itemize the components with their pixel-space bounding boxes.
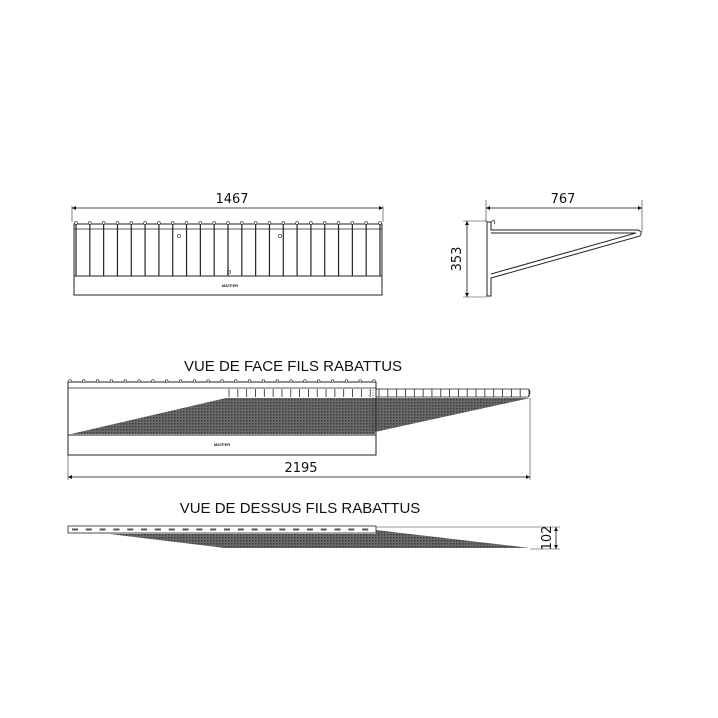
rail-slot [348, 528, 355, 531]
wire-tip [137, 379, 141, 383]
rail-slot [265, 528, 272, 531]
folded-logo: MATFER [214, 442, 230, 447]
wire-tip [323, 221, 327, 225]
rail-slot [293, 528, 300, 531]
wire-tip [171, 221, 175, 225]
rail-slot [182, 528, 189, 531]
wire-tip [96, 379, 100, 383]
front-wires [74, 221, 382, 276]
wire-tip [303, 379, 307, 383]
wire-tip [344, 379, 348, 383]
wire-tip [82, 379, 86, 383]
wire-tip [123, 379, 127, 383]
folded-top-view: VUE DE DESSUS FILS RABATTUS 102 [67, 500, 560, 551]
wire-tip [317, 379, 321, 383]
mount-hole [227, 270, 231, 274]
wire-tip [275, 379, 279, 383]
rail-slot [237, 528, 244, 531]
rail-slot [85, 528, 92, 531]
wire-tip [109, 379, 114, 383]
wire-tip [253, 221, 258, 225]
rail-slot [141, 528, 148, 531]
rail-slot [306, 528, 313, 531]
wire-tip [115, 221, 120, 225]
top-rail [67, 525, 377, 534]
wire-tip [358, 379, 362, 383]
wire-tip [248, 379, 252, 383]
wire-tip [330, 379, 335, 383]
rail-slot [113, 528, 120, 531]
wire-tip [178, 379, 183, 383]
rail-slot [320, 528, 327, 531]
wire-tip [364, 221, 368, 225]
top-rail-slots [72, 528, 369, 531]
wire-tip [295, 221, 299, 225]
rail-slot [362, 528, 369, 531]
rail-slot [210, 528, 217, 531]
wire-tip [68, 379, 72, 383]
wire-tip [289, 379, 293, 383]
height-dimension-label: 353 [450, 247, 465, 272]
wire-tip [240, 221, 244, 225]
wire-tip [206, 379, 210, 383]
wire-tip [192, 379, 196, 383]
rail-slot [72, 528, 78, 531]
wire-tip [88, 221, 92, 225]
folded-top-title: VUE DE DESSUS FILS RABATTUS [180, 500, 421, 517]
folded-front-title: VUE DE FACE FILS RABATTUS [184, 358, 402, 375]
bracket [486, 221, 642, 297]
wire-tip [74, 221, 78, 225]
top-depth-dimension-label: 102 [540, 526, 555, 551]
width-dimension-label: 1467 [215, 192, 248, 207]
wire-tip [151, 379, 155, 383]
folded-wires-hatch [71, 398, 530, 434]
rail-slot [334, 528, 341, 531]
wire-tip [165, 379, 169, 383]
wire-tip [378, 221, 382, 225]
side-view: 767 353 [450, 192, 643, 298]
wire-tip [267, 221, 272, 225]
folded-wire-ends [68, 379, 530, 397]
rail-slot [99, 528, 106, 531]
mount-hole [177, 234, 181, 238]
rail-slot [127, 528, 134, 531]
wire-tip [198, 221, 203, 225]
mount-hole [278, 234, 282, 238]
length-dimension-label: 2195 [284, 461, 317, 476]
wire-tip [261, 379, 266, 383]
wire-tip [234, 379, 238, 383]
depth-dimension-label: 767 [551, 192, 576, 207]
rail-slot [251, 528, 258, 531]
rail-slot [224, 528, 230, 531]
wire-tip [372, 379, 376, 383]
rail-slot [196, 528, 203, 531]
rail-slot [154, 528, 161, 531]
wire-tip [157, 221, 161, 225]
front-view: 1467 MATFER [71, 192, 384, 296]
wire-tip [336, 221, 341, 225]
wire-tip [143, 221, 147, 225]
logo: MATFER [222, 283, 238, 288]
wire-tip [350, 221, 355, 225]
wire-tip [101, 221, 106, 225]
folded-front-view: VUE DE FACE FILS RABATTUS MATFER 2195 [67, 358, 531, 480]
top-wires-hatch [110, 530, 530, 548]
wire-tip [226, 221, 230, 225]
rail-slot [279, 528, 286, 531]
wire-tip [212, 221, 216, 225]
wire-tip [184, 221, 189, 225]
rail-slot [168, 528, 175, 531]
wire-tip [309, 221, 313, 225]
wire-tip [220, 379, 224, 383]
wire-tip [129, 221, 133, 225]
wire-tip [281, 221, 285, 225]
